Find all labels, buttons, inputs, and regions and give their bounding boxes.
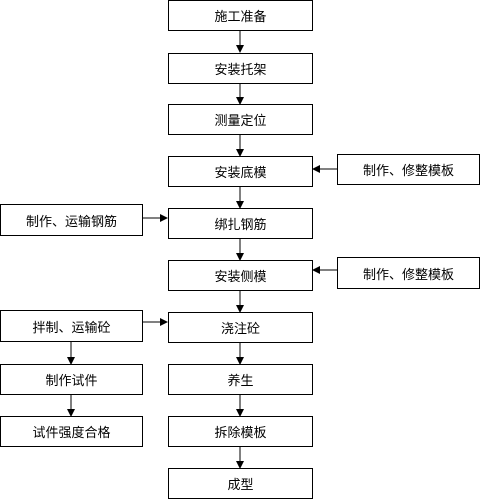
step-remove-formwork: 拆除模板 — [168, 416, 313, 447]
step-install-side-form: 安装侧模 — [168, 260, 313, 291]
step-install-bracket: 安装托架 — [168, 53, 313, 84]
step-install-bottom-form: 安装底模 — [168, 156, 313, 187]
side-side-formwork-prep: 制作、修整模板 — [337, 257, 480, 289]
step-finished: 成型 — [168, 468, 313, 499]
step-construction-prep: 施工准备 — [168, 0, 313, 31]
side-concrete-mix: 拌制、运输砼 — [0, 310, 143, 342]
side-strength-check: 试件强度合格 — [0, 416, 143, 447]
side-rebar-prep: 制作、运输钢筋 — [0, 204, 143, 236]
step-survey-positioning: 测量定位 — [168, 104, 313, 135]
step-pour-concrete: 浇注砼 — [168, 312, 313, 343]
step-tie-rebar: 绑扎钢筋 — [168, 208, 313, 239]
side-bottom-formwork-prep: 制作、修整模板 — [337, 154, 480, 185]
side-test-specimen: 制作试件 — [0, 364, 143, 395]
step-curing: 养生 — [168, 364, 313, 395]
